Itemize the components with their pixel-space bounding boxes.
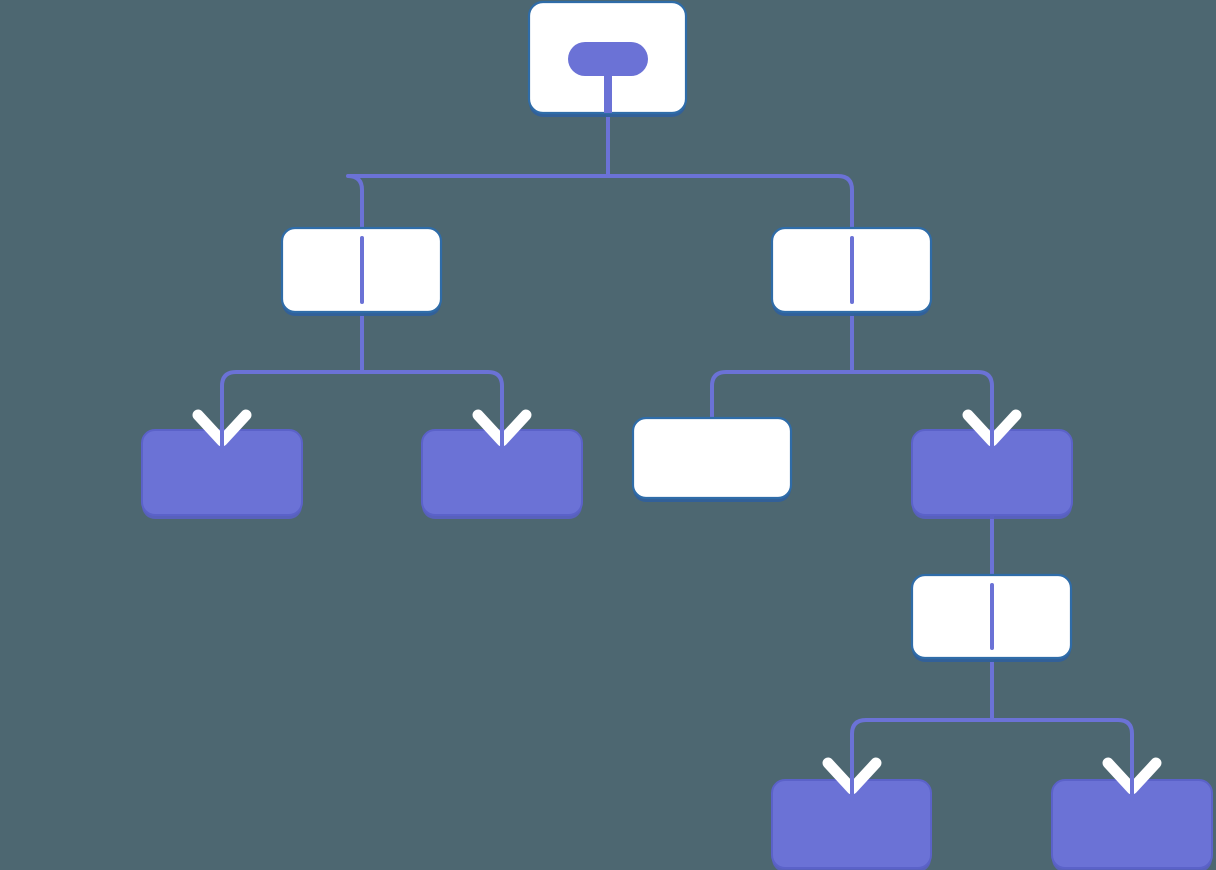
node-left-leaf-b[interactable] (421, 429, 583, 519)
edge-overlay-layer (360, 236, 994, 650)
node-right-leaf-a[interactable] (631, 416, 793, 502)
node-layer (141, 0, 1213, 870)
node-right-branch[interactable] (911, 429, 1073, 519)
arrow-stem-tip-layer (220, 398, 1134, 802)
edge-root-to-right (606, 174, 854, 302)
edge-mid-to-bottom-right (990, 718, 1134, 802)
edge-left1-to-leaf-b (360, 370, 504, 454)
node-bottom-left[interactable] (771, 779, 932, 870)
edge-mid-to-bottom-left (850, 718, 994, 802)
edge-right1-to-leaf-a (710, 370, 854, 421)
node-left-leaf-a[interactable] (141, 429, 303, 519)
node-right-leaf-a-box[interactable] (631, 416, 793, 500)
edge-root-to-left (346, 174, 610, 302)
node-bottom-right[interactable] (1051, 779, 1213, 870)
edge-left1-to-leaf-a (220, 370, 364, 454)
pill-badge-icon (568, 42, 648, 76)
edge-right1-to-branch (850, 370, 994, 454)
node-root[interactable] (527, 0, 688, 117)
